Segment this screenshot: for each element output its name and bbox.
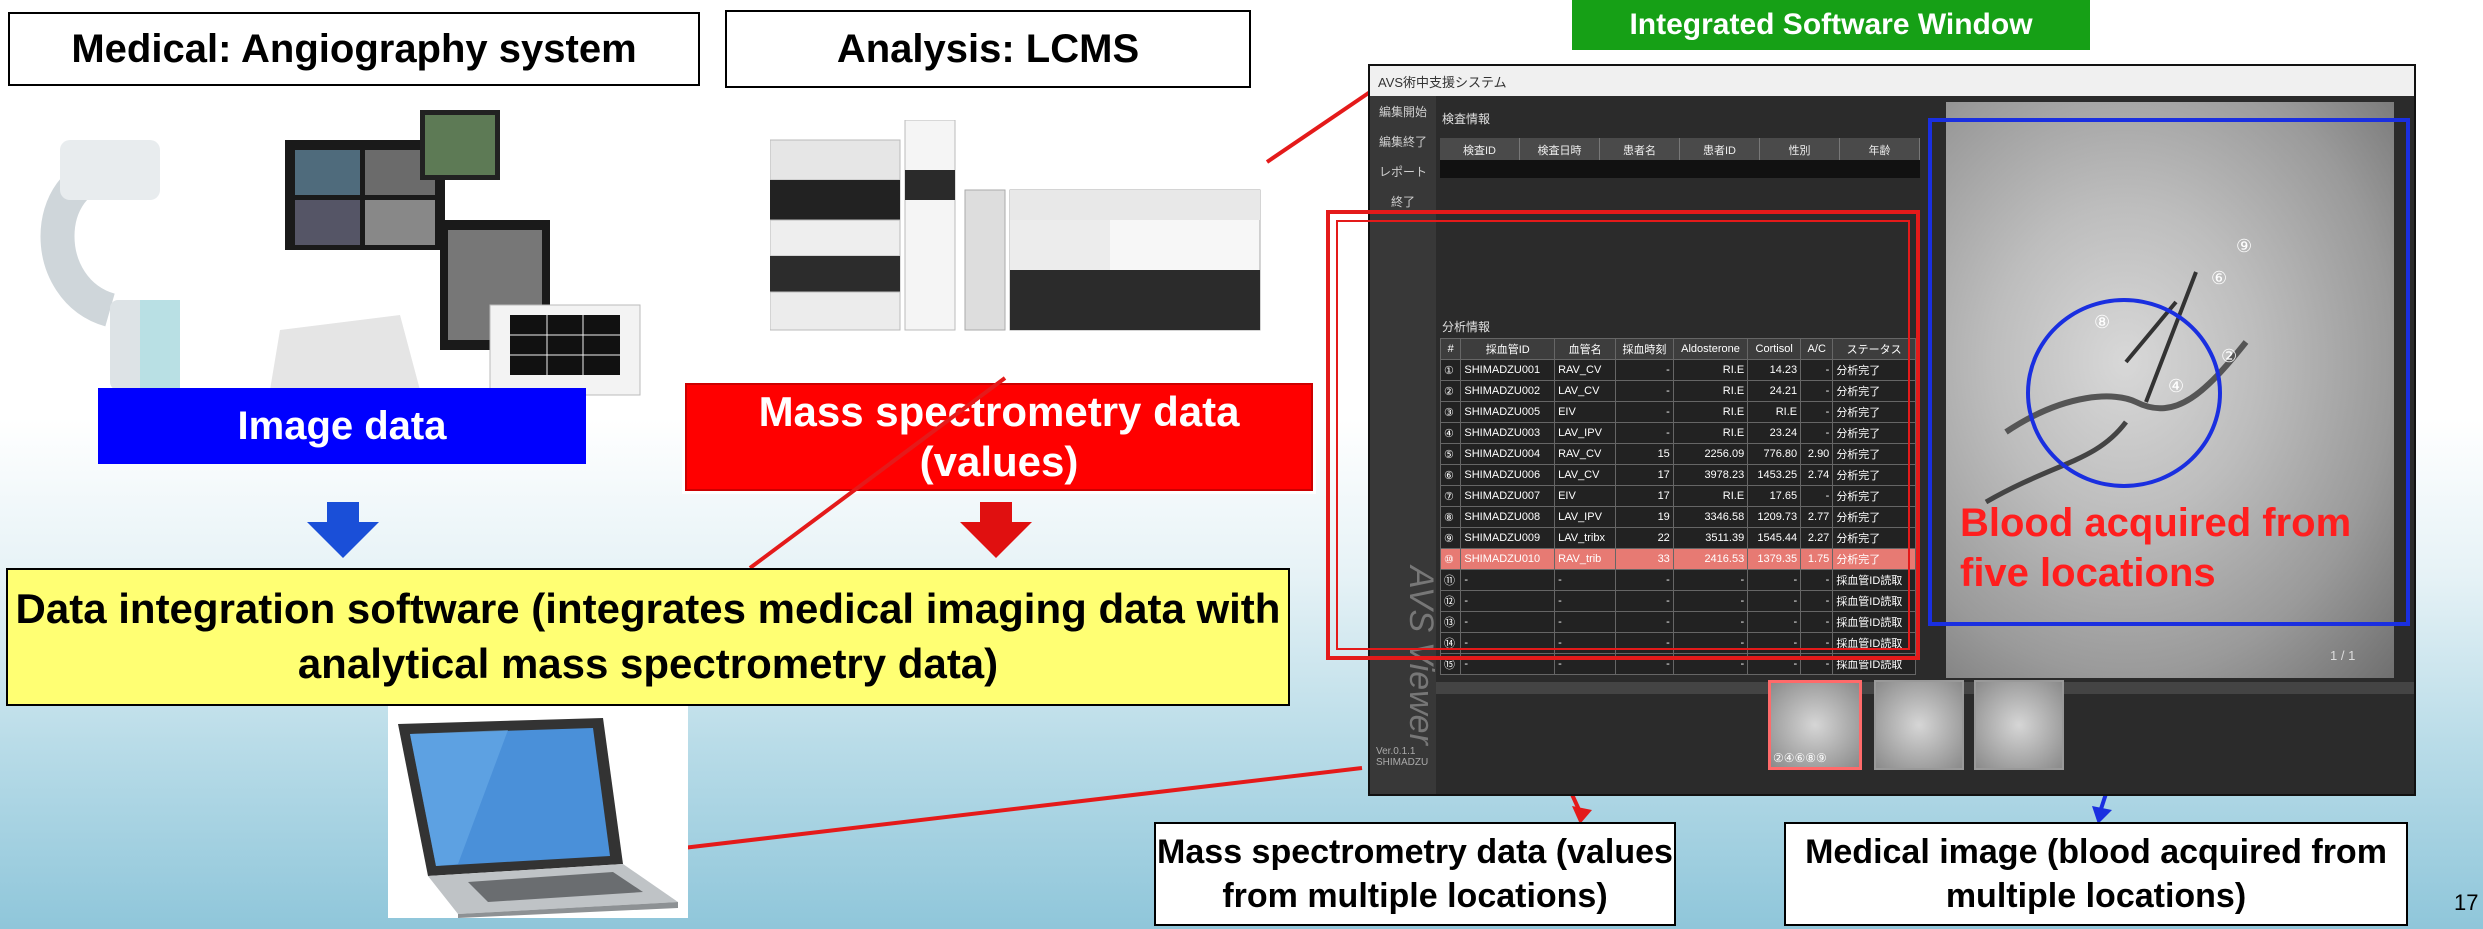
table-cell: 3346.58 [1672,506,1749,528]
software-version: Ver.0.1.1 SHIMADZU [1376,746,1429,768]
table-cell: SHIMADZU001 [1460,359,1556,381]
table-cell: ⑤ [1439,443,1462,465]
table-cell: SHIMADZU003 [1460,422,1556,444]
exam-header-cell: 患者名 [1600,138,1680,160]
exam-header-cell: 検査ID [1440,138,1520,160]
table-cell: 分析完了 [1832,506,1916,528]
table-cell: 分析完了 [1832,359,1916,381]
angiography-system-illustration [40,110,641,396]
lcms-illustration [770,120,1261,331]
analysis-header-cell: Cortisol [1747,338,1802,360]
table-cell: 22 [1615,527,1674,549]
menu-edit-start[interactable]: 編集開始 [1378,104,1427,119]
red-down-arrow-icon [960,502,1032,558]
exam-header-row: 検査ID 検査日時 患者名 患者ID 性別 年齢 [1440,138,1920,160]
analysis-section-label: 分析情報 [1442,320,1491,334]
analysis-header-cell: Aldosterone [1672,338,1749,360]
exam-header-cell: 性別 [1760,138,1840,160]
table-cell: 24.21 [1747,380,1802,402]
analysis-header-cell: 採血時刻 [1615,338,1674,360]
table-cell: 2.74 [1800,464,1834,486]
image-highlight-frame [1928,118,2410,626]
table-cell: 1453.25 [1747,464,1802,486]
table-cell: RAV_trib [1554,548,1617,570]
analysis-highlight-frame-outer [1326,210,1920,660]
thumbnail-3[interactable] [1974,680,2064,770]
table-cell: 採血管ID読取 [1832,569,1916,591]
table-cell: 2.77 [1800,506,1834,528]
table-cell: 14.23 [1747,359,1802,381]
table-cell: RAV_CV [1554,443,1617,465]
table-row[interactable]: ⑬------採血管ID読取 [1439,611,1916,633]
table-cell: - [1554,590,1617,612]
exam-header-cell: 検査日時 [1520,138,1600,160]
table-cell: 2.90 [1800,443,1834,465]
table-cell: RI.E [1672,401,1749,423]
thumbnail-1[interactable]: ②④⑥⑧⑨ [1768,680,1862,770]
software-window: AVS術中支援システム 編集開始 編集終了 レポート 終了 AVS Viewer… [1368,64,2416,796]
ms-data-banner: Mass spectrometry data (values) [682,380,1316,494]
marker-9: ⑨ [2236,236,2252,256]
table-cell: 1.75 [1800,548,1834,570]
table-cell: 17.65 [1747,485,1802,507]
table-cell: RAV_CV [1554,359,1617,381]
table-cell: LAV_IPV [1554,506,1617,528]
menu-edit-end[interactable]: 編集終了 [1378,134,1427,149]
medical-title: Medical: Angiography system [8,12,700,86]
table-row[interactable]: ⑫------採血管ID読取 [1439,590,1916,612]
analysis-title: Analysis: LCMS [725,10,1251,88]
window-title-banner: Integrated Software Window [1572,0,2090,50]
analysis-header-cell: # [1439,338,1462,360]
table-cell: SHIMADZU008 [1460,506,1556,528]
avs-viewer-watermark: AVS Viewer [1402,566,1440,745]
thumbnail-2[interactable] [1874,680,1964,770]
exam-header-cell: 年齢 [1840,138,1920,160]
table-cell: 3978.23 [1672,464,1749,486]
table-cell: RI.E [1672,485,1749,507]
table-cell: 分析完了 [1832,380,1916,402]
page-indicator: 1 / 1 [2330,648,2356,663]
laptop-illustration [388,706,688,918]
page-number: 17 [2454,890,2479,915]
integration-software-box: Data integration software (integrates me… [6,568,1290,706]
table-cell: 採血管ID読取 [1832,611,1916,633]
marker-2: ② [2221,346,2237,366]
marker-6: ⑥ [2211,268,2227,288]
exam-row-empty [1440,160,1920,178]
table-cell: ⑪ [1439,569,1462,591]
table-cell: 分析完了 [1832,527,1916,549]
table-cell: 分析完了 [1832,485,1916,507]
software-app-title: AVS術中支援システム [1378,74,1507,90]
analysis-header-cell: 血管名 [1554,338,1617,360]
table-cell: SHIMADZU009 [1460,527,1556,549]
software-titlebar: AVS術中支援システム [1370,66,2414,96]
blue-down-arrow-icon [307,502,379,558]
blood-note: Blood acquired from five locations [1960,501,2352,595]
menu-exit[interactable]: 終了 [1390,194,1415,209]
blood-locations-ellipse [2026,298,2222,488]
thumbnail-label: ②④⑥⑧⑨ [1773,751,1827,765]
exam-header-cell: 患者ID [1680,138,1760,160]
table-cell: - [1800,380,1834,402]
table-cell: - [1800,590,1834,612]
caption-medical-image: Medical image (blood acquired from multi… [1784,822,2408,926]
menu-report[interactable]: レポート [1378,164,1427,179]
table-cell: 1209.73 [1747,506,1802,528]
analysis-highlight-frame-inner [1336,220,1910,650]
table-cell: 分析完了 [1832,443,1916,465]
exam-section-label: 検査情報 [1442,112,1491,126]
table-cell: - [1800,401,1834,423]
caption-ms-data: Mass spectrometry data (values from mult… [1154,822,1676,926]
image-data-banner: Image data [98,388,586,464]
table-cell: SHIMADZU006 [1460,464,1556,486]
